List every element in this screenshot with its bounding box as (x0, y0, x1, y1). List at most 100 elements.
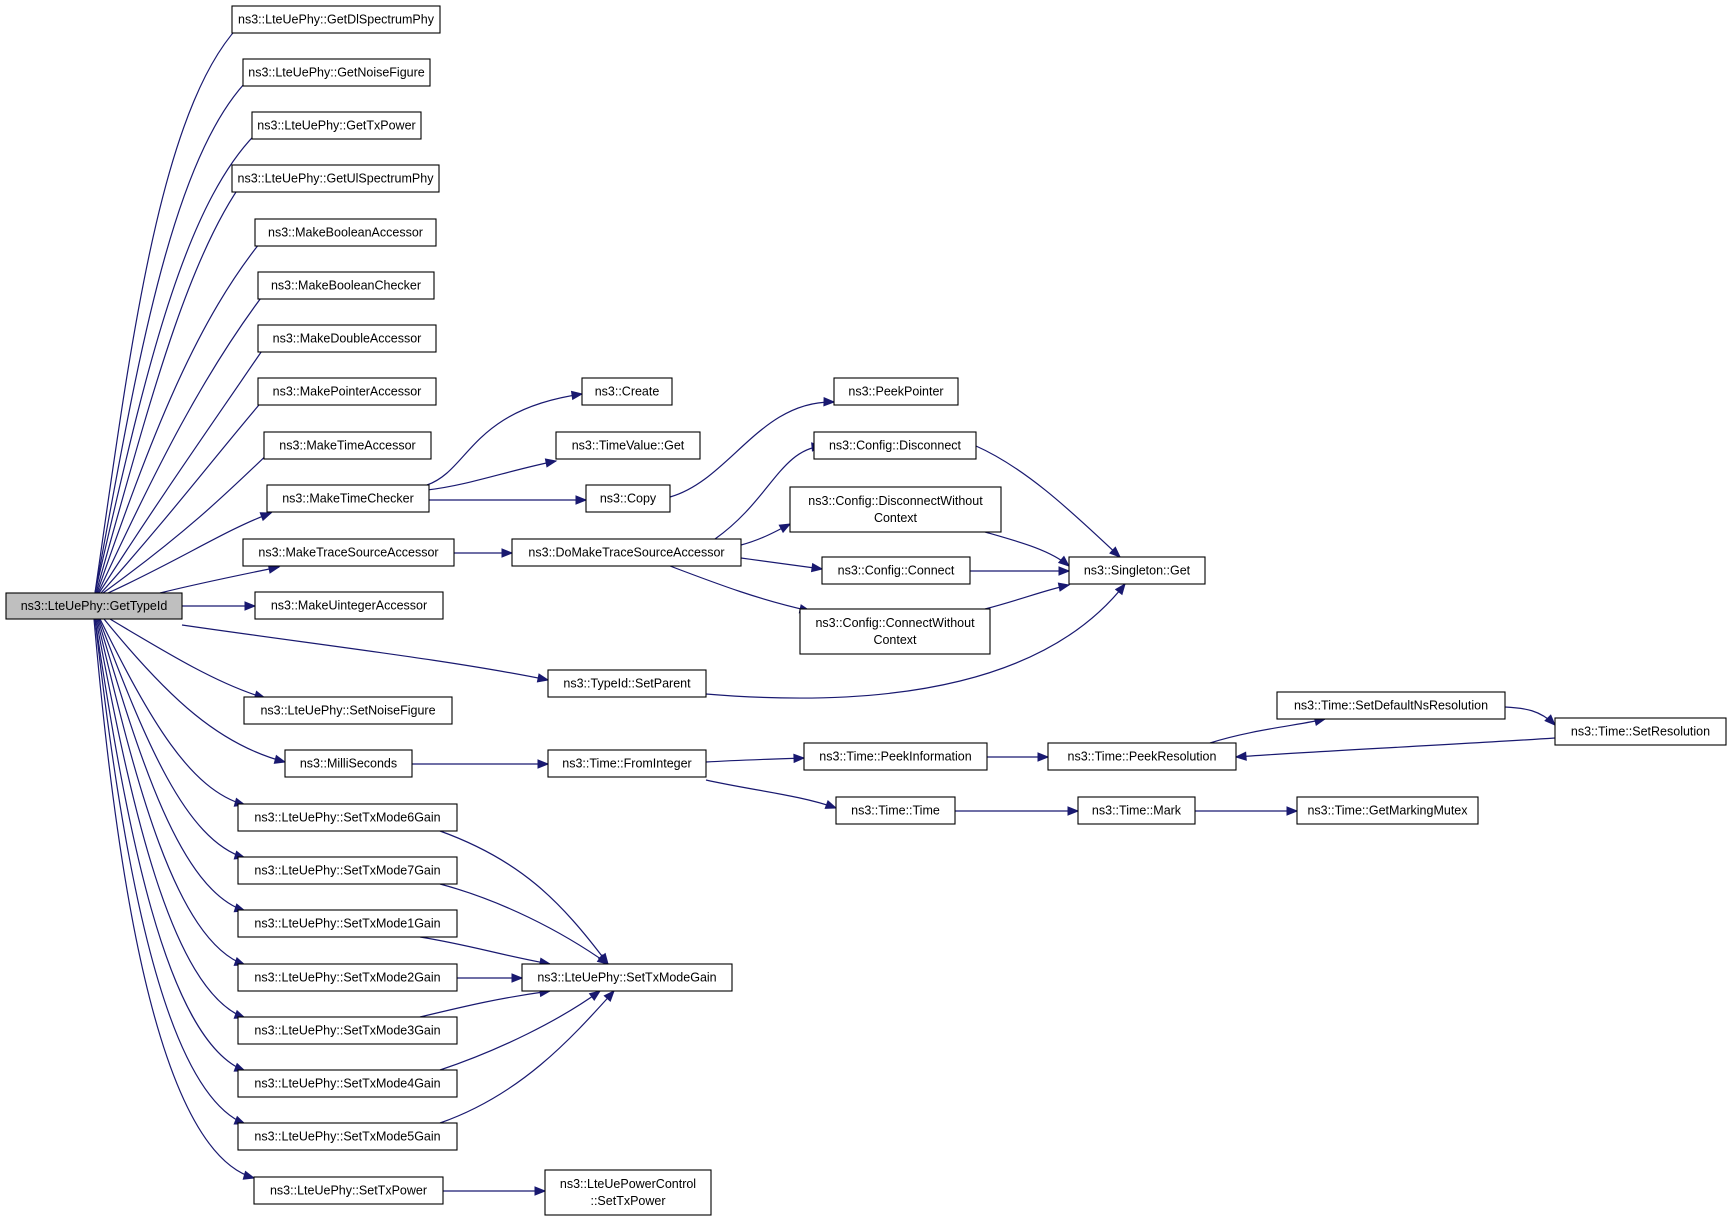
node-timeSetResolution[interactable]: ns3::Time::SetResolution (1554, 717, 1727, 746)
node-label: ns3::MakeBooleanAccessor (268, 226, 423, 240)
node-getUlSpectrumPhy[interactable]: ns3::LteUePhy::GetUlSpectrumPhy (231, 164, 440, 193)
arrowhead-icon (1058, 566, 1071, 576)
arrowhead-icon (824, 799, 838, 809)
arrowhead-icon (1067, 806, 1080, 816)
edge-timeSetDefaultNsResolution-to-timeSetResolution (1504, 706, 1556, 726)
node-getTxPower[interactable]: ns3::LteUePhy::GetTxPower (251, 111, 422, 140)
node-setTxModeGain[interactable]: ns3::LteUePhy::SetTxModeGain (521, 963, 733, 992)
node-label: ns3::MakeBooleanChecker (271, 279, 421, 293)
edge-line (984, 531, 1070, 567)
node-box (284, 749, 413, 778)
arrowhead-icon (501, 548, 514, 558)
node-timeTime[interactable]: ns3::Time::Time (835, 796, 956, 825)
node-makeBooleanChecker[interactable]: ns3::MakeBooleanChecker (257, 271, 435, 300)
node-box (555, 431, 701, 460)
node-label: ns3::LteUePhy::SetTxModeGain (537, 971, 716, 985)
node-setTxMode4Gain[interactable]: ns3::LteUePhy::SetTxMode4Gain (237, 1069, 458, 1098)
edge-line (107, 512, 272, 594)
node-getNoiseFigure[interactable]: ns3::LteUePhy::GetNoiseFigure (242, 58, 431, 87)
node-setTxMode2Gain[interactable]: ns3::LteUePhy::SetTxMode2Gain (237, 963, 458, 992)
edge-line (93, 618, 255, 1179)
node-label: ns3::TypeId::SetParent (563, 677, 691, 691)
node-label: ns3::LteUePowerControl (560, 1177, 696, 1191)
node-setTxPower[interactable]: ns3::LteUePhy::SetTxPower (253, 1176, 444, 1205)
node-makeBooleanAccessor[interactable]: ns3::MakeBooleanAccessor (254, 218, 437, 247)
node-copy[interactable]: ns3::Copy (585, 484, 671, 513)
node-box (254, 591, 444, 620)
arrowhead-icon (823, 396, 836, 407)
node-timeGetMarkingMutex[interactable]: ns3::Time::GetMarkingMutex (1296, 796, 1479, 825)
node-doMakeTraceSourceAccessor[interactable]: ns3::DoMakeTraceSourceAccessor (511, 538, 742, 567)
node-powerControlSetTxPower[interactable]: ns3::LteUePowerControl::SetTxPower (544, 1169, 712, 1216)
node-makeTraceSourceAccessor[interactable]: ns3::MakeTraceSourceAccessor (242, 538, 455, 567)
edge-line (1235, 737, 1556, 758)
node-timeValueGet[interactable]: ns3::TimeValue::Get (555, 431, 701, 460)
edge-timeMark-to-timeGetMarkingMutex (1195, 806, 1299, 816)
node-milliSeconds[interactable]: ns3::MilliSeconds (284, 749, 413, 778)
node-getDlSpectrumPhy[interactable]: ns3::LteUePhy::GetDlSpectrumPhy (231, 5, 441, 34)
nodes-layer: ns3::LteUePhy::GetTypeId ns3::LteUePhy::G… (5, 5, 1727, 1216)
edge-typeIdSetParent-to-singletonGet (705, 582, 1126, 699)
node-label: ns3::LteUePhy::SetNoiseFigure (260, 704, 435, 718)
edge-makeTimeChecker-to-timeValueGet (426, 458, 558, 491)
node-root[interactable]: ns3::LteUePhy::GetTypeId (5, 592, 183, 620)
edge-root-to-milliSeconds (103, 618, 287, 764)
node-timeFromInteger[interactable]: ns3::Time::FromInteger (547, 749, 707, 778)
arrowhead-icon (1109, 546, 1121, 558)
arrowhead-icon (536, 673, 550, 683)
node-timePeekResolution[interactable]: ns3::Time::PeekResolution (1047, 742, 1237, 771)
node-configConnect[interactable]: ns3::Config::Connect (821, 556, 971, 585)
edge-line (95, 178, 246, 594)
edge-line (94, 125, 265, 594)
node-setTxMode5Gain[interactable]: ns3::LteUePhy::SetTxMode5Gain (237, 1122, 458, 1151)
edge-line (439, 830, 609, 965)
edge-line (181, 624, 549, 681)
node-setTxMode7Gain[interactable]: ns3::LteUePhy::SetTxMode7Gain (237, 856, 458, 885)
edge-line (1209, 718, 1326, 744)
node-label: ns3::DoMakeTraceSourceAccessor (528, 546, 724, 560)
node-peekPointer[interactable]: ns3::PeekPointer (833, 377, 959, 406)
node-box (257, 377, 437, 406)
edge-setTxMode4Gain-to-setTxModeGain (439, 990, 602, 1071)
node-timeMark[interactable]: ns3::Time::Mark (1077, 796, 1196, 825)
node-makeTimeAccessor[interactable]: ns3::MakeTimeAccessor (263, 431, 432, 460)
node-box (231, 5, 441, 34)
edge-line (419, 936, 551, 965)
edge-line (419, 990, 551, 1018)
edge-line (94, 618, 246, 1072)
node-box (547, 669, 707, 698)
node-makePointerAccessor[interactable]: ns3::MakePointerAccessor (257, 377, 437, 406)
node-setTxMode6Gain[interactable]: ns3::LteUePhy::SetTxMode6Gain (237, 803, 458, 832)
edge-makeTraceSourceAccessor-to-doMakeTraceSourceAccessor (454, 548, 514, 558)
node-timePeekInformation[interactable]: ns3::Time::PeekInformation (803, 742, 988, 771)
arrowhead-icon (244, 601, 257, 611)
arrowhead-icon (544, 458, 558, 468)
edge-root-to-makeTraceSourceAccessor (159, 564, 281, 594)
node-box (251, 111, 422, 140)
arrowhead-icon (778, 523, 792, 534)
edge-root-to-makeBooleanAccessor (96, 231, 269, 594)
node-box (257, 271, 435, 300)
node-box (789, 486, 1002, 533)
node-box (266, 484, 430, 513)
edge-line (984, 584, 1070, 610)
node-box (1068, 556, 1206, 585)
node-configDisconnect[interactable]: ns3::Config::Disconnect (813, 431, 977, 460)
node-setTxMode1Gain[interactable]: ns3::LteUePhy::SetTxMode1Gain (237, 909, 458, 938)
node-makeTimeChecker[interactable]: ns3::MakeTimeChecker (266, 484, 430, 513)
node-singletonGet[interactable]: ns3::Singleton::Get (1068, 556, 1206, 585)
node-setNoiseFigure[interactable]: ns3::LteUePhy::SetNoiseFigure (243, 696, 453, 725)
arrowhead-icon (242, 1170, 256, 1180)
node-setTxMode3Gain[interactable]: ns3::LteUePhy::SetTxMode3Gain (237, 1016, 458, 1045)
node-box (1296, 796, 1479, 825)
node-typeIdSetParent[interactable]: ns3::TypeId::SetParent (547, 669, 707, 698)
node-box (813, 431, 977, 460)
node-makeDoubleAccessor[interactable]: ns3::MakeDoubleAccessor (257, 324, 437, 353)
node-label: ns3::Time::PeekResolution (1068, 750, 1217, 764)
node-create[interactable]: ns3::Create (581, 377, 673, 406)
node-timeSetDefaultNsResolution[interactable]: ns3::Time::SetDefaultNsResolution (1276, 691, 1506, 720)
node-makeUintegerAccessor[interactable]: ns3::MakeUintegerAccessor (254, 591, 444, 620)
node-label: ns3::TimeValue::Get (572, 439, 685, 453)
